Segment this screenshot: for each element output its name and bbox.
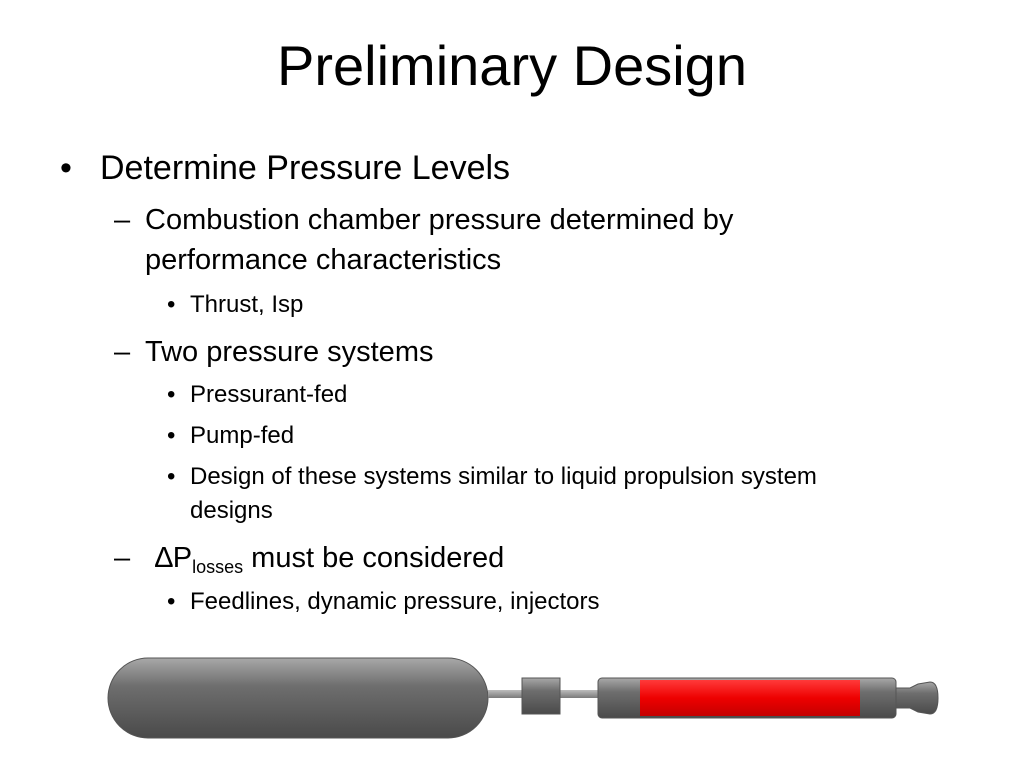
bullet-pressure-levels: Determine Pressure Levels	[100, 149, 511, 187]
bullet-pressurant-fed: Pressurant-fed	[190, 381, 348, 408]
bullet-feedlines: Feedlines, dynamic pressure, injectors	[190, 588, 600, 615]
bullet-marker: •	[167, 422, 176, 449]
bullet-marker: •	[167, 291, 176, 318]
delta-p-rest: must be considered	[243, 542, 505, 574]
bullet-delta-p-losses: ∆Plosses must be considered	[155, 538, 504, 587]
dash-marker: –	[114, 542, 131, 574]
dash-marker: –	[114, 204, 131, 236]
bullet-marker: •	[60, 149, 72, 187]
delta-p-symbol: ∆P	[155, 542, 193, 574]
bullet-chamber-line2: performance characteristics	[145, 244, 502, 276]
bullet-marker: •	[167, 588, 176, 615]
combustion-grain	[640, 680, 860, 716]
bullet-thrust-isp: Thrust, Isp	[190, 291, 304, 318]
bullet-design-line1: Design of these systems similar to liqui…	[190, 463, 817, 490]
bullet-pump-fed: Pump-fed	[190, 422, 295, 449]
bullet-chamber-line1: Combustion chamber pressure determined b…	[145, 204, 734, 236]
propellant-tank	[107, 657, 489, 739]
bullet-design-line2: designs	[190, 497, 273, 524]
slide-title: Preliminary Design	[277, 34, 747, 97]
bullet-marker: •	[167, 463, 176, 490]
delta-p-subscript: losses	[192, 557, 244, 577]
nozzle	[895, 681, 939, 715]
valve-block	[521, 677, 561, 715]
bullet-two-systems: Two pressure systems	[145, 336, 434, 368]
dash-marker: –	[114, 336, 131, 368]
bullet-marker: •	[167, 381, 176, 408]
